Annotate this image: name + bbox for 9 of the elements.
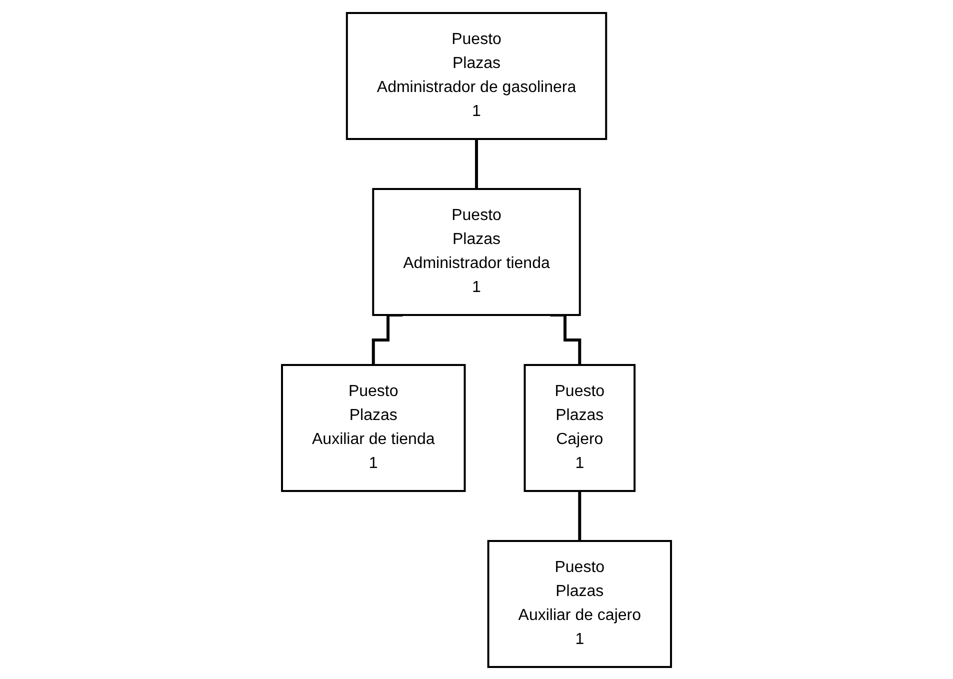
connector bbox=[475, 137, 478, 190]
connector bbox=[372, 313, 403, 366]
node-box: Puesto Plazas Administrador tienda 1 bbox=[372, 188, 581, 316]
node-box: Puesto Plazas Auxiliar de tienda 1 bbox=[280, 364, 466, 492]
node-box: Puesto Plazas Cajero 1 bbox=[524, 364, 636, 492]
connector bbox=[578, 489, 582, 542]
node-box: Puesto Plazas Administrador de gasolinera 1 bbox=[346, 12, 608, 140]
connector bbox=[550, 313, 582, 366]
node-box: Puesto Plazas Auxiliar de cajero 1 bbox=[487, 540, 672, 668]
